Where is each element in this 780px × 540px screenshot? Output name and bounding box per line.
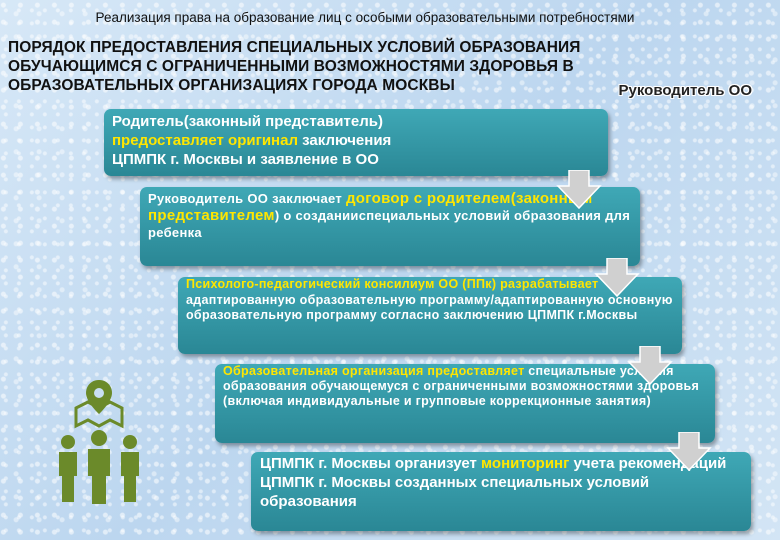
title-line-1: ПОРЯДОК ПРЕДОСТАВЛЕНИЯ СПЕЦИАЛЬНЫХ УСЛОВ… — [8, 39, 581, 56]
step-2-box: Руководитель ОО заключает договор с роди… — [140, 187, 640, 266]
people-group-location-icon — [59, 380, 139, 504]
step-3-highlight: Психолого-педагогический консилиум ОО (П… — [186, 277, 599, 291]
step-2-highlight: договор с родителем(законным представите… — [148, 190, 593, 224]
step-1-box: Родитель(законный представитель) предост… — [104, 109, 608, 176]
step-5-highlight: мониторинг — [481, 455, 570, 472]
page-title: ПОРЯДОК ПРЕДОСТАВЛЕНИЯ СПЕЦИАЛЬНЫХ УСЛОВ… — [8, 38, 688, 95]
down-chevron-arrow-icon — [666, 432, 712, 472]
step-1-text-c: ЦПМПК г. Москвы и заявление в ОО — [112, 151, 379, 168]
step-1-text-b: заключения — [298, 132, 392, 149]
step-3-box: Психолого-педагогический консилиум ОО (П… — [178, 277, 682, 354]
step-5-text-a: ЦПМПК г. Москвы организует — [260, 455, 482, 472]
step-1-highlight: предоставляет оригинал — [112, 132, 298, 149]
step-2-text-a: Руководитель ОО заключает — [148, 191, 346, 206]
step-2-text-b: ) о созданииспециальных условий образова… — [148, 208, 631, 240]
step-4-highlight: Образовательная организация предоставляе… — [223, 364, 525, 378]
subtitle: Реализация права на образование лиц с ос… — [95, 10, 635, 25]
step-4-text: специальные условия образования обучающе… — [223, 364, 700, 408]
role-label: Руководитель ОО — [618, 82, 753, 99]
down-chevron-arrow-icon — [627, 346, 673, 386]
title-line-3: ОБРАЗОВАТЕЛЬНЫХ ОРГАНИЗАЦИЯХ ГОРОДА МОСК… — [8, 77, 455, 94]
down-chevron-arrow-icon — [556, 170, 602, 210]
title-line-2: ОБУЧАЮЩИМСЯ С ОГРАНИЧЕННЫМИ ВОЗМОЖНОСТЯМ… — [8, 58, 574, 75]
step-5-box: ЦПМПК г. Москвы организует мониторинг уч… — [251, 452, 751, 531]
down-chevron-arrow-icon — [594, 258, 640, 298]
step-3-text: адаптированную образовательную программу… — [186, 292, 673, 323]
step-4-box: Образовательная организация предоставляе… — [215, 364, 715, 443]
step-1-text-a: Родитель(законный представитель) — [112, 113, 383, 130]
